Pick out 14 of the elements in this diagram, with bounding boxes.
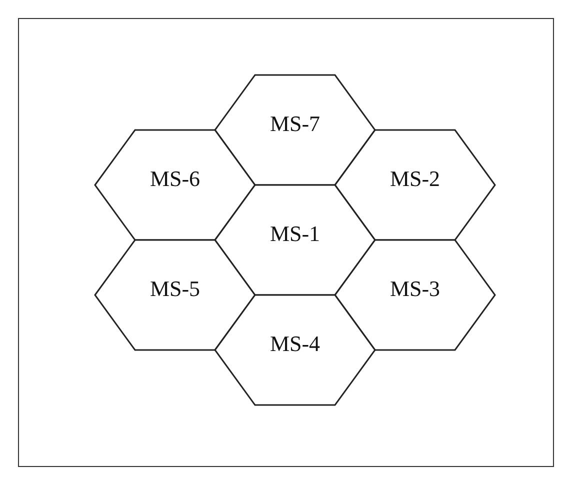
hexagon-cell bbox=[95, 240, 255, 350]
cell-label: MS-3 bbox=[388, 276, 442, 302]
hexagon-cell bbox=[215, 75, 375, 185]
cell-label: MS-7 bbox=[268, 111, 322, 137]
hexagon-cell bbox=[215, 295, 375, 405]
cell-label: MS-5 bbox=[148, 276, 202, 302]
hexagon-cell bbox=[335, 130, 495, 240]
hexagon-cell bbox=[95, 130, 255, 240]
hexagon-cell bbox=[215, 185, 375, 295]
hexagon-cell bbox=[335, 240, 495, 350]
cell-label: MS-1 bbox=[268, 221, 322, 247]
cell-label: MS-2 bbox=[388, 166, 442, 192]
cell-label: MS-4 bbox=[268, 331, 322, 357]
cell-label: MS-6 bbox=[148, 166, 202, 192]
